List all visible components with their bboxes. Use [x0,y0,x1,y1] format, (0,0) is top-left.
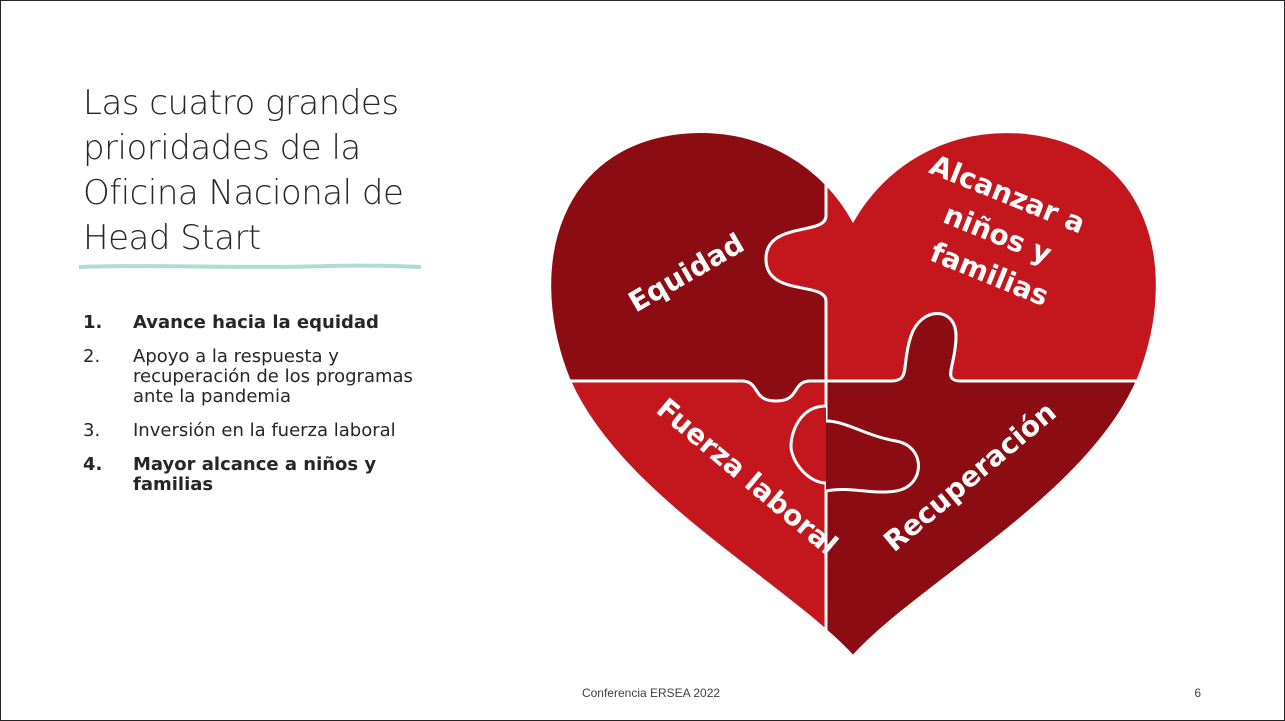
title-line-4: Head Start [83,218,261,258]
title-divider [79,263,421,269]
priorities-list: 1. Avance hacia la equidad 2. Apoyo a la… [83,313,433,509]
slide-footer: Conferencia ERSEA 2022 [581,686,721,700]
priority-text: Apoyo a la respuesta y recuperación de l… [133,346,413,407]
priority-item-4: 4. Mayor alcance a niños y familias [83,455,433,495]
slide-title: Las cuatro grandes prioridades de la Ofi… [83,81,443,261]
title-line-3: Oficina Nacional de [83,173,404,213]
puzzle-heart-graphic: Equidad Alcanzar a niños y familias Fuer… [549,131,1158,658]
priority-text: Avance hacia la equidad [133,312,379,333]
priority-item-1: 1. Avance hacia la equidad [83,313,433,333]
priority-number: 2. [83,346,101,367]
priority-number: 1. [83,312,103,333]
title-line-1: Las cuatro grandes [83,83,399,123]
priority-item-2: 2. Apoyo a la respuesta y recuperación d… [83,347,433,407]
puzzle-knob-center-left [789,404,827,485]
page-number: 6 [1194,686,1201,700]
title-line-2: prioridades de la [83,128,361,168]
priority-text: Mayor alcance a niños y familias [133,454,377,495]
priority-text: Inversión en la fuerza laboral [133,420,396,441]
puzzle-knob-center-right [825,419,920,494]
priority-number: 4. [83,454,103,475]
priority-number: 3. [83,420,101,441]
priority-item-3: 3. Inversión en la fuerza laboral [83,421,433,441]
